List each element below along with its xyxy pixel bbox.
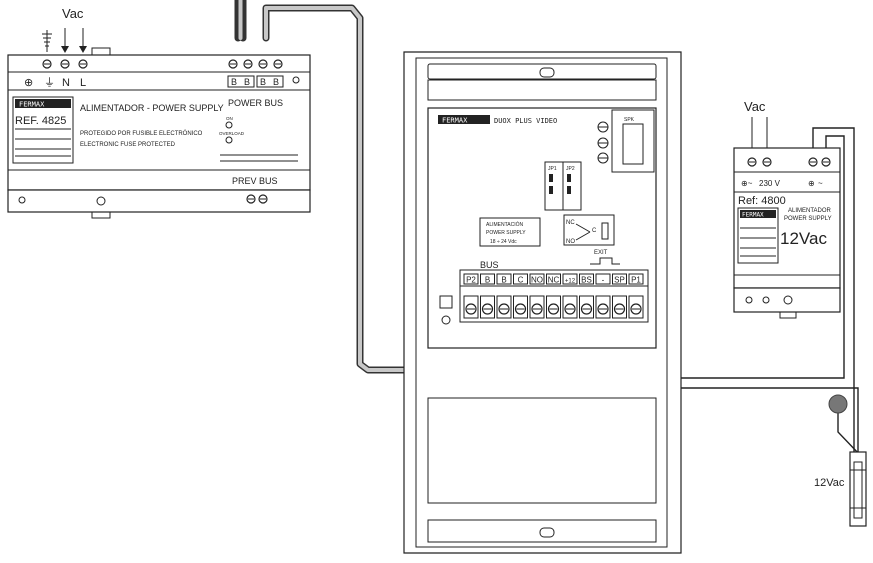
tr-output-screws [808, 157, 831, 167]
monitor-model: DUOX PLUS VIDEO [494, 117, 557, 125]
ps-led-overload-label: OVERLOAD [219, 131, 245, 136]
tr-title-1: ALIMENTADOR [788, 208, 832, 214]
monitor-supply-2: POWER SUPPLY [486, 230, 526, 236]
transformer-4800: Vac ⊕~ 230 V ⊕ ~ Ref: 4800 FERMAX ALIMEN… [733, 99, 841, 319]
ps-arrow-symbol: ⊕ [24, 77, 33, 89]
tr-output-symbol: ⊕ [808, 179, 815, 188]
monitor-terminal-block: P2 B B C NO NC +12 BS -SP P1 [459, 269, 649, 323]
tr-output-label: ~ [818, 179, 823, 188]
ps-title: ALIMENTADOR - POWER SUPPLY [80, 103, 224, 113]
tr-output-voltage: 12Vac [780, 229, 827, 248]
monitor-supply-3: 18 ÷ 24 Vdc [490, 239, 517, 245]
terminal-label: NO [531, 276, 543, 285]
terminal-screw-housing [595, 295, 611, 319]
ps-ref: REF. 4825 [15, 115, 66, 127]
ps-terminal-n: N [62, 77, 70, 89]
monitor-jp1: JP1 [548, 166, 557, 172]
terminal-screw-housing [562, 295, 578, 319]
ps-line1: PROTEGIDO POR FUSIBLE ELECTRÓNICO [80, 130, 203, 137]
ps-prev-bus: PREV BUS [232, 176, 278, 186]
terminal-label-box [496, 273, 512, 285]
terminal-label-box [529, 273, 545, 285]
terminal-screw-housing [546, 295, 561, 319]
terminal-screw-housing [463, 295, 479, 319]
ps-bus-term-1: B [231, 77, 237, 87]
terminal-label: B [501, 276, 506, 285]
terminal-screw-housing [529, 295, 545, 319]
terminal-screw-housing [612, 295, 627, 319]
monitor-relay-nc: NC [566, 220, 575, 226]
ps-brand-logo: FERMAX [19, 101, 45, 109]
monitor-spk-label: SPK [624, 117, 635, 123]
ps-prev-bus-screws [246, 194, 268, 204]
tr-title-2: POWER SUPPLY [784, 216, 832, 222]
terminal-label-box [612, 273, 627, 285]
lock-label: 12Vac [814, 477, 845, 489]
terminal-label: P1 [631, 276, 641, 285]
terminal-label-box [595, 273, 611, 285]
monitor-pots [597, 121, 609, 164]
monitor-relay-c: C [592, 228, 597, 234]
terminal-label-box [463, 273, 479, 285]
terminal-label: SP [614, 276, 625, 285]
monitor-brand-logo: FERMAX [442, 117, 468, 125]
incoming-bus-cable [234, 0, 247, 42]
ps-bus-term-3: B [260, 77, 266, 87]
terminal-label-box [513, 273, 528, 285]
tr-ref: Ref: 4800 [738, 195, 786, 207]
electric-lock: 12Vac [814, 451, 867, 527]
monitor-bus-label: BUS [480, 260, 499, 270]
terminal-screw-housing [628, 295, 644, 319]
terminal-screw-housing [579, 295, 594, 319]
ps-bus-screws [228, 59, 283, 69]
monitor-relay-no: NO [566, 239, 575, 245]
monitor-jp2: JP2 [566, 166, 575, 172]
ps-led-on-label: ON [226, 116, 233, 121]
ps-bus-term-4: B [273, 77, 279, 87]
tr-input-label: 230 V [759, 179, 781, 188]
terminal-screw-housing [480, 295, 495, 319]
ps-vac-label: Vac [62, 6, 84, 21]
ps-line2: ELECTRONIC FUSE PROTECTED [80, 142, 176, 148]
tr-input-screws [747, 157, 772, 167]
terminal-label-box [480, 273, 495, 285]
terminal-screw-housing [496, 295, 512, 319]
terminal-label: +12 [565, 279, 576, 285]
terminal-label-box [546, 273, 561, 285]
terminal-label-box [579, 273, 594, 285]
terminal-label: P2 [466, 276, 476, 285]
tr-input-symbol: ⊕~ [741, 179, 753, 188]
terminal-label-box [562, 273, 578, 285]
ps-ground-symbol: ⏚ [44, 76, 55, 89]
monitor-exit-label: EXIT [594, 250, 608, 256]
terminal-label: - [602, 276, 605, 285]
tr-brand-logo: FERMAX [742, 212, 764, 219]
ps-terminal-l: L [80, 77, 86, 89]
terminal-label: C [518, 276, 524, 285]
power-supply-4825: Vac ⊕ ⏚ N L B B B B [7, 6, 311, 219]
tr-vac-label: Vac [744, 99, 766, 114]
terminal-screw-housing [513, 295, 528, 319]
terminal-label-box [628, 273, 644, 285]
ps-bus-term-2: B [244, 77, 250, 87]
ps-mains-terminals [42, 59, 88, 69]
monitor-supply-1: ALIMENTACIÓN [486, 221, 524, 228]
ps-power-bus: POWER BUS [228, 98, 283, 108]
terminal-label: NC [548, 276, 560, 285]
monitor-unit: FERMAX DUOX PLUS VIDEO SPK JP1 JP2 ALIME… [403, 51, 682, 554]
terminal-label: BS [581, 276, 592, 285]
terminal-label: B [485, 276, 490, 285]
